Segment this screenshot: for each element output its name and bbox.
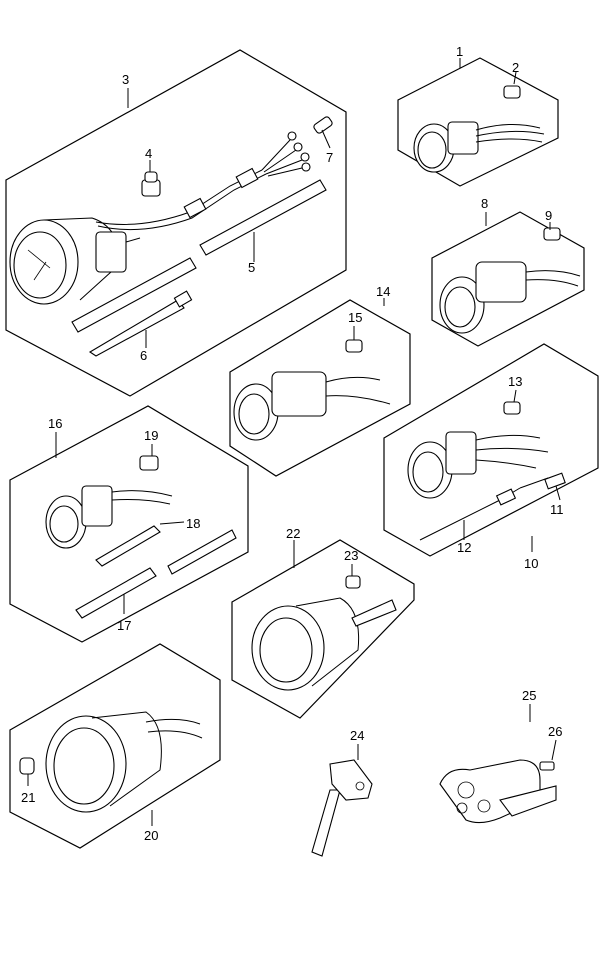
callout-18: 18 bbox=[186, 516, 200, 531]
bulb-socket-4 bbox=[141, 171, 161, 197]
callout-1: 1 bbox=[456, 44, 463, 59]
callout-12: 12 bbox=[457, 540, 471, 555]
group-3-frame bbox=[5, 49, 347, 397]
gauge-assembly-3 bbox=[9, 217, 141, 305]
tube-pieces bbox=[71, 179, 327, 333]
callout-4: 4 bbox=[145, 146, 152, 161]
bulb-19 bbox=[139, 455, 159, 471]
group-22-kit: 22 23 bbox=[231, 526, 415, 719]
group-22-frame bbox=[231, 539, 415, 719]
bulb-2 bbox=[503, 85, 521, 99]
callout-15: 15 bbox=[348, 310, 362, 325]
callout-2: 2 bbox=[512, 60, 519, 75]
cable-tie-6 bbox=[88, 290, 193, 357]
callout-7: 7 bbox=[326, 150, 333, 165]
group-14-frame bbox=[229, 299, 411, 477]
callout-21: 21 bbox=[21, 790, 35, 805]
group-3-kit: 3 4 5 6 7 bbox=[5, 49, 347, 397]
group-1-frame bbox=[397, 57, 559, 187]
callout-13: 13 bbox=[508, 374, 522, 389]
callout-22: 22 bbox=[286, 526, 300, 541]
part-24-bracket: 24 bbox=[311, 728, 373, 857]
group-20-kit: 21 20 bbox=[9, 643, 221, 849]
group-8-kit: 8 9 bbox=[431, 196, 585, 347]
bulb-9 bbox=[543, 227, 561, 241]
bulb-15 bbox=[345, 339, 363, 353]
group-10-frame bbox=[383, 343, 599, 557]
screw-26 bbox=[539, 761, 555, 771]
bulb-21 bbox=[19, 757, 35, 775]
tie-18 bbox=[95, 525, 161, 567]
callout-3: 3 bbox=[122, 72, 129, 87]
callout-8: 8 bbox=[481, 196, 488, 211]
callout-9: 9 bbox=[545, 208, 552, 223]
callout-20: 20 bbox=[144, 828, 158, 843]
group-16-frame bbox=[9, 405, 249, 643]
callout-25: 25 bbox=[522, 688, 536, 703]
callout-17: 17 bbox=[117, 618, 131, 633]
callout-11: 11 bbox=[550, 502, 564, 517]
group-14-kit: 14 15 bbox=[229, 284, 411, 477]
callout-26: 26 bbox=[548, 724, 562, 739]
bulb-23 bbox=[345, 575, 361, 589]
callout-5: 5 bbox=[248, 260, 255, 275]
group-20-frame bbox=[9, 643, 221, 849]
callout-10: 10 bbox=[524, 556, 538, 571]
callout-16: 16 bbox=[48, 416, 62, 431]
group-1-kit: 1 2 bbox=[397, 44, 559, 187]
callout-14: 14 bbox=[376, 284, 390, 299]
callout-24: 24 bbox=[350, 728, 364, 743]
callout-6: 6 bbox=[140, 348, 147, 363]
callout-19: 19 bbox=[144, 428, 158, 443]
group-8-frame bbox=[431, 211, 585, 347]
part-25-housing: 25 26 bbox=[439, 688, 562, 824]
bulb-13 bbox=[503, 401, 521, 415]
group-16-kit: 16 19 18 17 bbox=[9, 405, 249, 643]
group-10-kit: 13 12 11 10 bbox=[383, 343, 599, 571]
wiring-harness-5 bbox=[95, 131, 311, 231]
callout-23: 23 bbox=[344, 548, 358, 563]
connector-7 bbox=[313, 116, 333, 134]
